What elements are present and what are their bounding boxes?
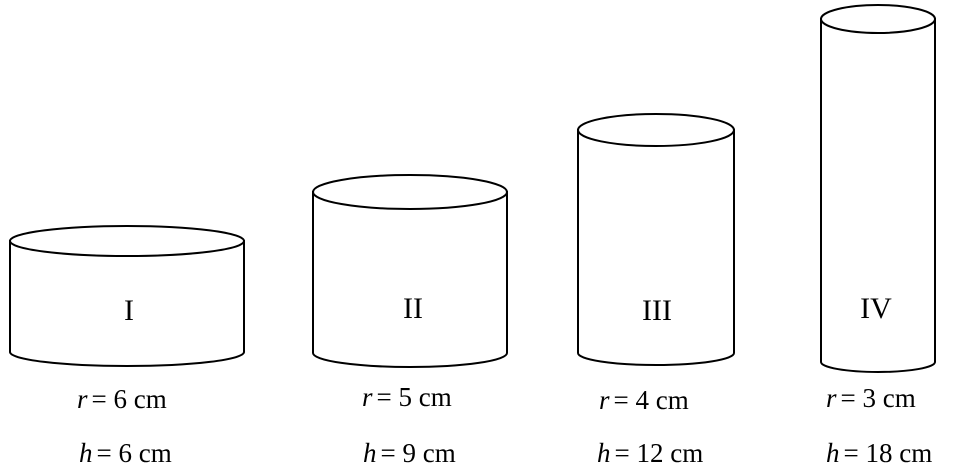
cylinder-i-top	[9, 225, 245, 257]
cylinder-i-body	[9, 240, 245, 367]
cylinder-iv-body	[820, 18, 936, 373]
cylinder-iv-top	[820, 4, 936, 34]
cylinder-iv-label: IV	[860, 292, 892, 325]
cylinder-ii-top	[312, 174, 508, 210]
cylinder-ii-height: h= 9 cm	[363, 438, 456, 468]
cylinder-iii-top	[577, 113, 735, 147]
cylinder-iii: III r= 4 cm h= 12 cm	[577, 113, 735, 468]
cylinder-iv: IV r= 3 cm h= 18 cm	[820, 4, 936, 468]
cylinder-iii-height: h= 12 cm	[597, 438, 703, 468]
cylinder-iii-radius: r= 4 cm	[599, 385, 689, 415]
cylinder-ii: II r= 5 cm h= 9 cm	[312, 174, 508, 468]
cylinder-i-radius: r= 6 cm	[77, 384, 167, 414]
cylinder-i-height: h= 6 cm	[79, 438, 172, 468]
cylinder-iii-label: III	[642, 294, 672, 327]
cylinder-ii-radius: r= 5 cm	[362, 382, 452, 412]
cylinder-iv-radius: r= 3 cm	[826, 383, 916, 413]
cylinder-iv-height: h= 18 cm	[826, 438, 932, 468]
cylinder-ii-body	[312, 191, 508, 368]
cylinder-iii-body	[577, 129, 735, 366]
cylinder-i-label: I	[124, 294, 134, 327]
cylinder-i: I r= 6 cm h= 6 cm	[9, 225, 245, 468]
cylinder-ii-label: II	[403, 292, 423, 325]
